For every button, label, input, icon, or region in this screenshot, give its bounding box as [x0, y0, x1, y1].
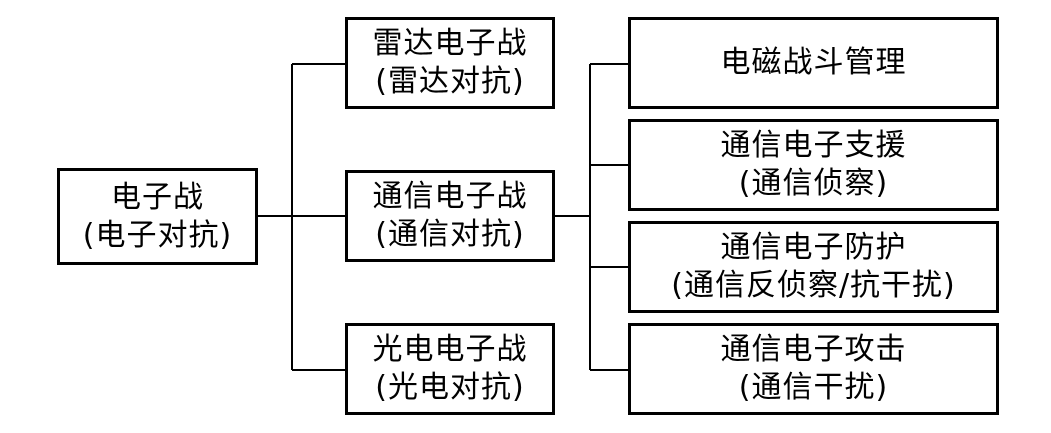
node-comm-support: 通信电子支援 (通信侦察) — [628, 119, 999, 211]
node-subtitle: (电子对抗) — [82, 217, 233, 253]
node-em-battle-management: 电磁战斗管理 — [628, 17, 999, 109]
node-comm-attack: 通信电子攻击 (通信干扰) — [628, 323, 999, 415]
node-title: 通信电子防护 — [720, 230, 907, 265]
node-radar-ew: 雷达电子战 (雷达对抗) — [345, 17, 555, 109]
node-subtitle: (通信侦察) — [738, 166, 889, 201]
node-subtitle: (雷达对抗) — [375, 64, 525, 99]
node-comm-protection: 通信电子防护 (通信反侦察/抗干扰) — [628, 221, 999, 313]
node-title: 电子战 — [111, 179, 204, 215]
node-title: 通信电子攻击 — [720, 332, 907, 367]
node-title: 通信电子战 — [372, 179, 528, 214]
node-title: 电磁战斗管理 — [720, 45, 907, 80]
node-title: 雷达电子战 — [372, 26, 528, 61]
node-subtitle: (通信对抗) — [375, 217, 525, 252]
node-title: 光电电子战 — [372, 332, 528, 367]
node-subtitle: (光电对抗) — [375, 370, 525, 405]
node-comm-ew: 通信电子战 (通信对抗) — [345, 170, 555, 262]
node-electronic-warfare: 电子战 (电子对抗) — [57, 168, 258, 265]
node-subtitle: (通信干扰) — [738, 370, 889, 405]
node-title: 通信电子支援 — [720, 128, 907, 163]
node-subtitle: (通信反侦察/抗干扰) — [671, 268, 956, 303]
node-optical-ew: 光电电子战 (光电对抗) — [345, 323, 555, 415]
